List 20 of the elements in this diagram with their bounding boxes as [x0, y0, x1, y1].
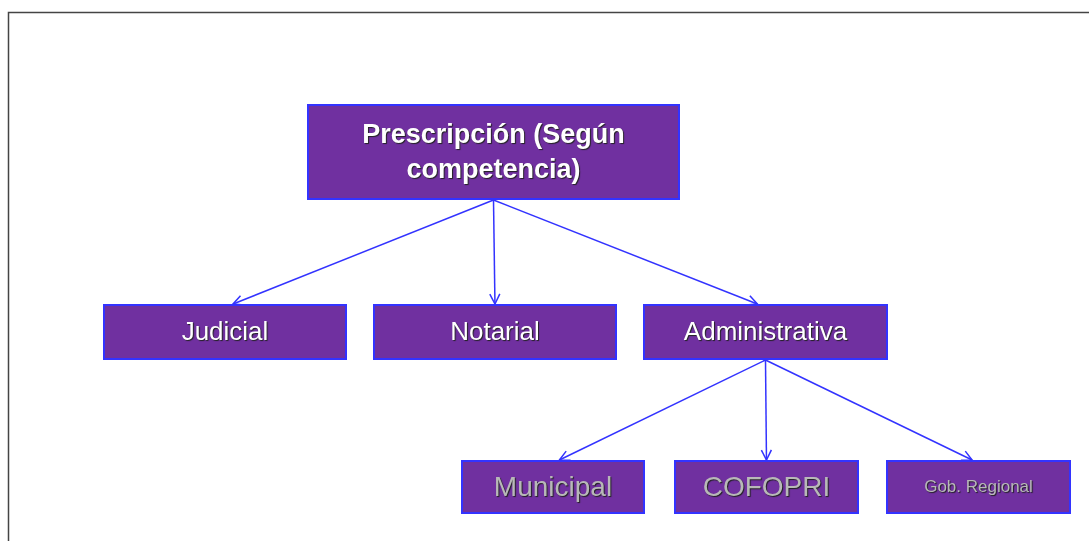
- category-box: [461, 460, 645, 514]
- category-label: Judicial: [181, 315, 269, 349]
- arrow: [232, 199, 495, 306]
- category-box: [373, 304, 617, 360]
- arrow: [489, 199, 501, 305]
- title-box: [307, 104, 680, 200]
- category-box: [103, 304, 347, 360]
- category-label: Municipal: [493, 469, 613, 504]
- category-label: Notarial: [450, 315, 540, 349]
- category-box: [886, 460, 1071, 514]
- category-box: [643, 304, 888, 360]
- category-label: Administrativa: [683, 315, 848, 349]
- category-label: COFOPRI: [702, 469, 831, 504]
- arrow: [492, 199, 759, 306]
- category-label: Gob. Regional: [924, 475, 1033, 498]
- heading-text: Prescripción (Según competencia): [361, 117, 626, 186]
- arrow: [760, 359, 773, 461]
- arrow: [558, 359, 767, 461]
- arrow: [764, 359, 973, 461]
- category-box: [674, 460, 859, 514]
